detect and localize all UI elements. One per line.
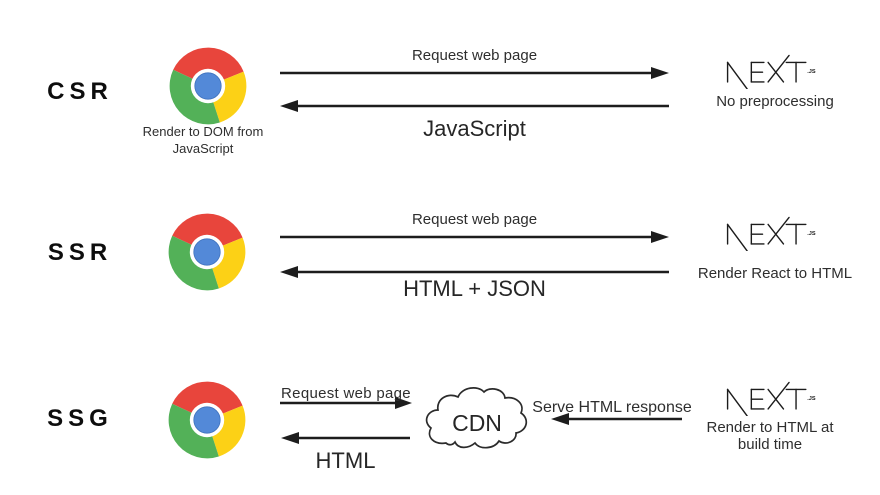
chrome-browser-icon	[167, 212, 247, 292]
request-label: Request web page	[411, 47, 538, 64]
chrome-browser-icon	[168, 46, 248, 126]
server-caption: Render React to HTML	[697, 265, 853, 282]
nextjs-suffix: .JS	[807, 69, 816, 75]
request-arrow	[280, 231, 669, 243]
nextjs-logo: .JS	[726, 381, 816, 416]
response-arrow	[280, 266, 669, 278]
nextjs-suffix: .JS	[807, 396, 816, 402]
request-label: Request web page	[281, 385, 411, 402]
response-arrow	[280, 100, 669, 112]
response-label: HTML + JSON	[403, 276, 546, 301]
serve-label: Serve HTML response	[532, 399, 692, 416]
chrome-browser-icon	[167, 380, 247, 460]
nextjs-logo: .JS	[726, 216, 816, 251]
request-arrow	[280, 397, 412, 409]
server-caption: No preprocessing	[716, 93, 834, 110]
browser-caption: Render to DOM from JavaScript	[142, 124, 264, 156]
nextjs-suffix: .JS	[807, 231, 816, 237]
response-label: JavaScript	[423, 116, 526, 141]
request-label: Request web page	[411, 211, 538, 228]
row-label-ssr: SSR	[47, 239, 113, 266]
cdn-label: CDN	[452, 410, 502, 436]
response-arrow	[281, 432, 410, 444]
nextjs-logo: .JS	[726, 54, 816, 89]
response-label: HTML	[315, 448, 376, 473]
row-label-ssg: SSG	[47, 405, 113, 432]
serve-arrow	[551, 413, 682, 425]
server-caption: Render to HTML at build time	[706, 419, 834, 454]
request-arrow	[280, 67, 669, 79]
row-label-csr: CSR	[47, 78, 113, 105]
cdn-cloud-icon	[422, 383, 532, 455]
